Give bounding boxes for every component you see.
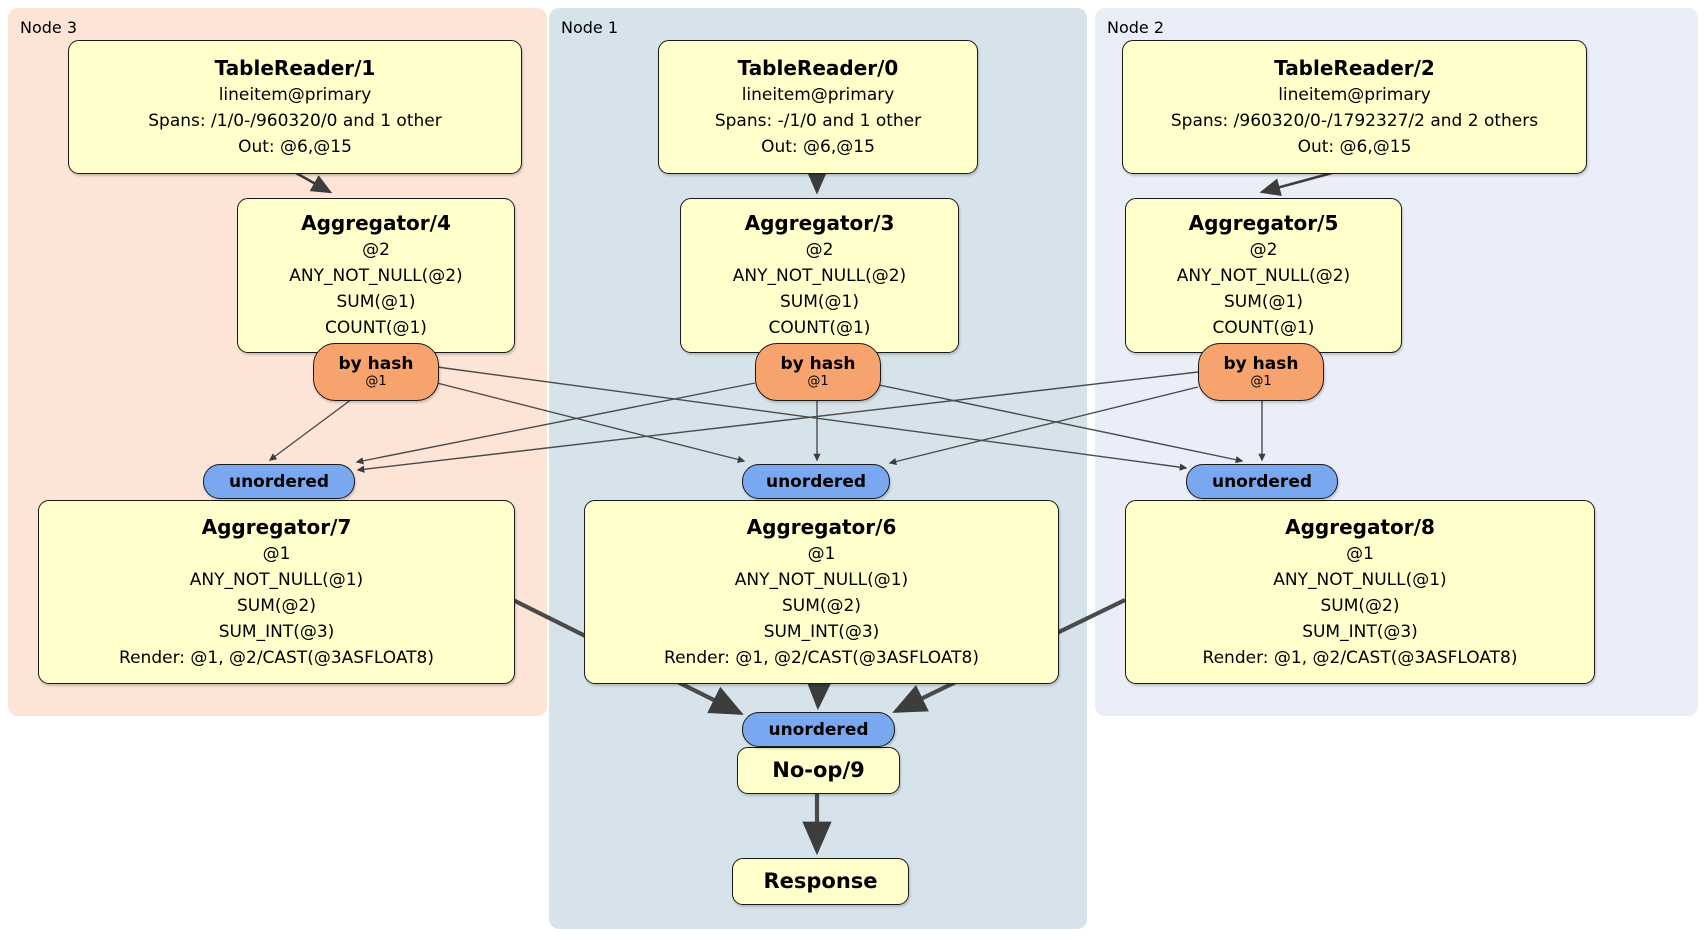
- aggregator-fn: ANY_NOT_NULL(@1): [189, 569, 364, 590]
- processor-index: lineitem@primary: [218, 84, 372, 105]
- aggregator-group-cols: @1: [262, 543, 291, 564]
- processor-spans: Spans: -/1/0 and 1 other: [714, 110, 922, 131]
- processor-out: Out: @6,@15: [1297, 136, 1412, 157]
- processor-title: Aggregator/3: [744, 211, 895, 235]
- aggregator-fn: ANY_NOT_NULL(@2): [1176, 266, 1351, 286]
- processor-title: Aggregator/4: [301, 211, 451, 235]
- aggregator-group-cols: @2: [805, 240, 834, 260]
- processor-title: Aggregator/6: [746, 514, 897, 539]
- processor-index: lineitem@primary: [741, 84, 895, 105]
- processor-aggregator-5: Aggregator/5 @2 ANY_NOT_NULL(@2) SUM(@1)…: [1125, 198, 1402, 353]
- aggregator-fn: SUM(@2): [782, 595, 861, 616]
- aggregator-fn: COUNT(@1): [768, 318, 871, 338]
- processor-title: TableReader/1: [214, 55, 376, 80]
- aggregator-group-cols: @2: [1249, 240, 1278, 260]
- aggregator-group-cols: @1: [1346, 543, 1374, 564]
- aggregator-fn: SUM(@2): [1320, 595, 1400, 616]
- sync-unordered-final: unordered: [742, 712, 895, 747]
- aggregator-fn: COUNT(@1): [1212, 318, 1315, 338]
- processor-aggregator-7: Aggregator/7 @1 ANY_NOT_NULL(@1) SUM(@2)…: [38, 500, 515, 684]
- sync-unordered-7: unordered: [203, 464, 355, 499]
- processor-title: TableReader/2: [1274, 55, 1435, 80]
- aggregator-render: Render: @1, @2/CAST(@3ASFLOAT8): [1202, 647, 1518, 668]
- processor-title: Response: [763, 869, 878, 893]
- processor-title: Aggregator/7: [201, 514, 352, 539]
- region-node-1-label: Node 1: [561, 18, 619, 37]
- processor-title: TableReader/0: [737, 55, 899, 80]
- node-response: Response: [732, 858, 909, 905]
- aggregator-render: Render: @1, @2/CAST(@3ASFLOAT8): [119, 647, 434, 668]
- processor-noop-9: No-op/9: [737, 747, 900, 794]
- processor-aggregator-3: Aggregator/3 @2 ANY_NOT_NULL(@2) SUM(@1)…: [680, 198, 959, 353]
- aggregator-fn: ANY_NOT_NULL(@1): [734, 569, 909, 590]
- processor-title: No-op/9: [772, 758, 865, 782]
- processor-title: Aggregator/5: [1188, 211, 1339, 235]
- router-hash-columns: @1: [365, 374, 387, 389]
- processor-aggregator-6: Aggregator/6 @1 ANY_NOT_NULL(@1) SUM(@2)…: [584, 500, 1059, 684]
- sync-unordered-8: unordered: [1186, 464, 1338, 499]
- sync-unordered-6: unordered: [742, 464, 890, 499]
- processor-index: lineitem@primary: [1278, 84, 1431, 105]
- aggregator-fn: SUM(@2): [237, 595, 316, 616]
- processor-aggregator-4: Aggregator/4 @2 ANY_NOT_NULL(@2) SUM(@1)…: [237, 198, 515, 353]
- router-label: by hash: [338, 354, 414, 374]
- router-hash-columns: @1: [1250, 374, 1272, 389]
- router-by-hash-5: by hash @1: [1198, 343, 1324, 401]
- aggregator-fn: SUM_INT(@3): [1302, 621, 1418, 642]
- aggregator-fn: SUM_INT(@3): [763, 621, 880, 642]
- aggregator-group-cols: @1: [807, 543, 836, 564]
- aggregator-fn: COUNT(@1): [325, 318, 427, 338]
- aggregator-fn: SUM(@1): [1224, 292, 1303, 312]
- aggregator-fn: SUM(@1): [336, 292, 416, 312]
- aggregator-fn: ANY_NOT_NULL(@2): [732, 266, 907, 286]
- router-hash-columns: @1: [807, 374, 829, 389]
- aggregator-fn: ANY_NOT_NULL(@1): [1273, 569, 1447, 590]
- aggregator-group-cols: @2: [362, 240, 390, 260]
- processor-tablereader-1: TableReader/1 lineitem@primary Spans: /1…: [68, 40, 522, 174]
- aggregator-fn: SUM_INT(@3): [218, 621, 335, 642]
- processor-tablereader-0: TableReader/0 lineitem@primary Spans: -/…: [658, 40, 978, 174]
- processor-spans: Spans: /1/0-/960320/0 and 1 other: [148, 110, 442, 131]
- processor-spans: Spans: /960320/0-/1792327/2 and 2 others: [1170, 110, 1539, 131]
- processor-tablereader-2: TableReader/2 lineitem@primary Spans: /9…: [1122, 40, 1587, 174]
- aggregator-fn: SUM(@1): [780, 292, 859, 312]
- router-by-hash-4: by hash @1: [313, 343, 439, 401]
- router-by-hash-3: by hash @1: [755, 343, 881, 401]
- aggregator-render: Render: @1, @2/CAST(@3ASFLOAT8): [664, 647, 979, 668]
- processor-out: Out: @6,@15: [238, 136, 352, 157]
- processor-aggregator-8: Aggregator/8 @1 ANY_NOT_NULL(@1) SUM(@2)…: [1125, 500, 1595, 684]
- region-node-3-label: Node 3: [20, 18, 78, 37]
- processor-title: Aggregator/8: [1285, 514, 1435, 539]
- router-label: by hash: [1223, 354, 1299, 374]
- processor-out: Out: @6,@15: [761, 136, 875, 157]
- router-label: by hash: [780, 354, 856, 374]
- aggregator-fn: ANY_NOT_NULL(@2): [289, 266, 463, 286]
- region-node-2-label: Node 2: [1107, 18, 1165, 37]
